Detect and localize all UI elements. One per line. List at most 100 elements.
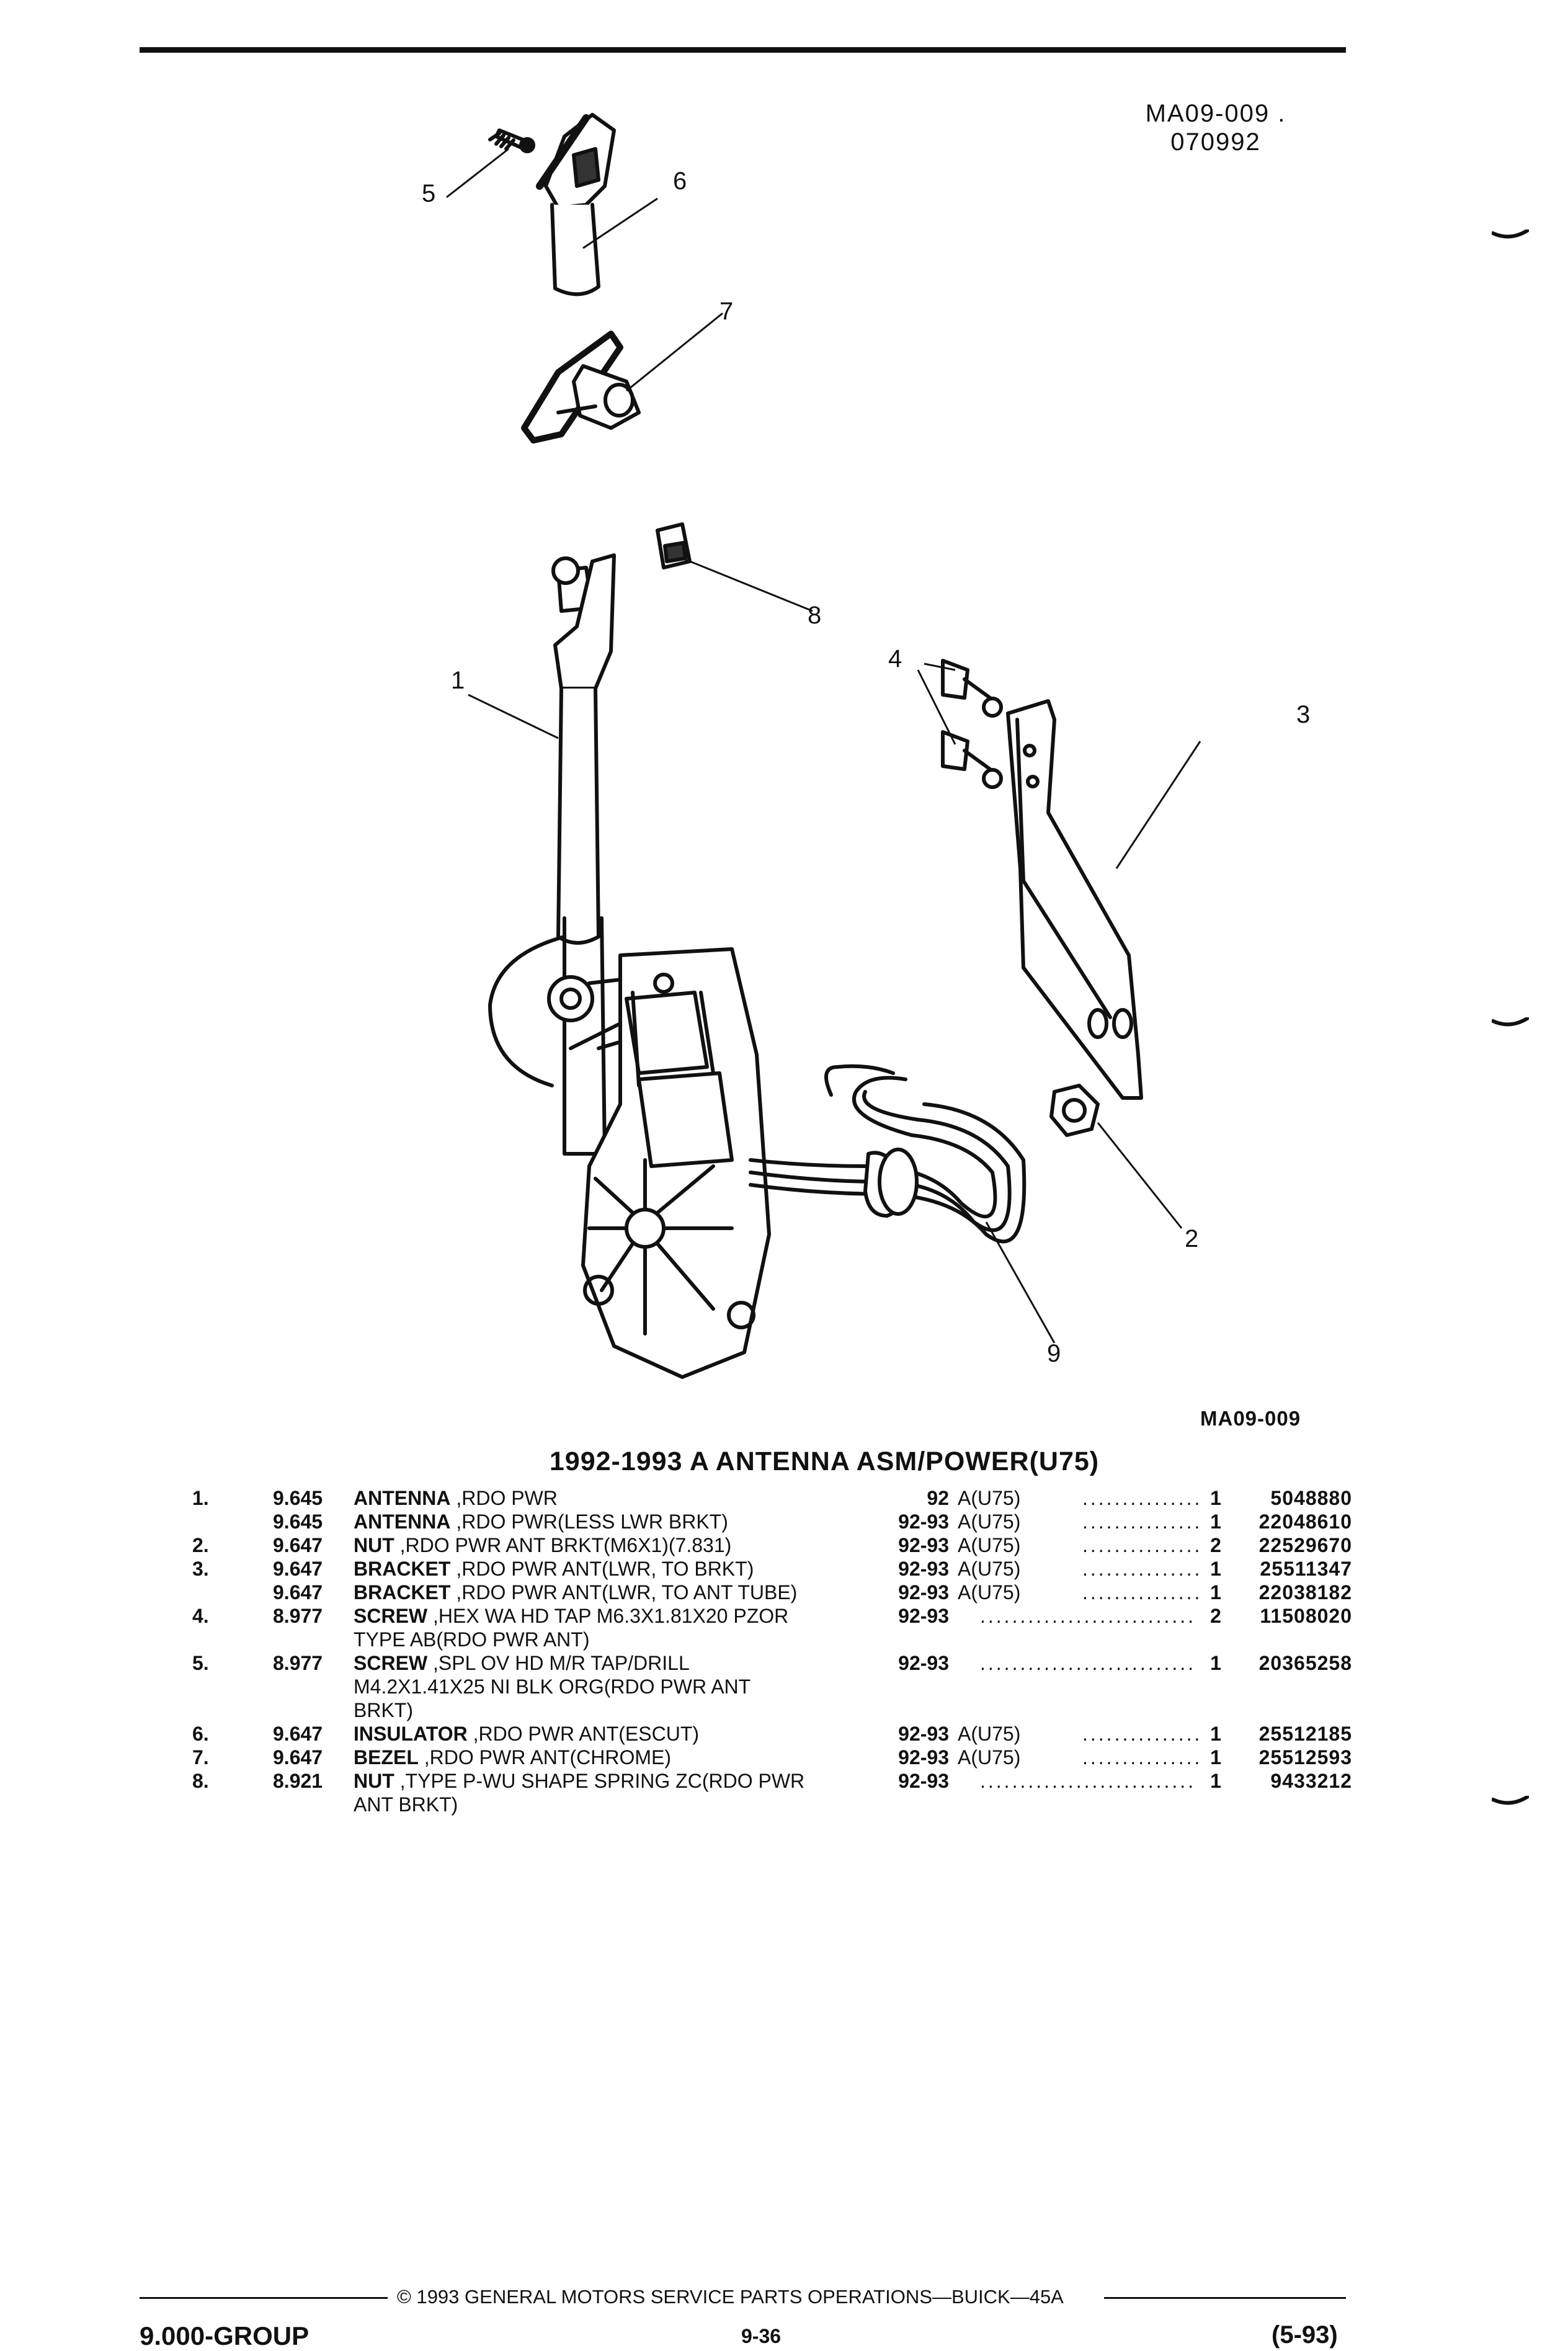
part-years: 92-93 — [898, 1558, 949, 1580]
leader-dots: ........................................ — [980, 1605, 1197, 1627]
part-description: SCREW ,SPL OV HD M/R TAP/DRILL — [354, 1651, 850, 1675]
part-desc-text: ,RDO PWR ANT BRKT(M6X1)(7.831) — [394, 1534, 732, 1556]
parts-row: 3. 9.647 BRACKET ,RDO PWR ANT(LWR, TO BRKT… — [186, 1557, 1352, 1581]
part-ref: 2. — [192, 1534, 209, 1556]
part-years: 92-93 — [898, 1652, 949, 1674]
part-name: SCREW — [354, 1605, 428, 1627]
spring-nut-part-8 — [656, 522, 692, 569]
leader-dots: ........................................ — [1082, 1487, 1200, 1509]
part-model-code: A(U75) — [958, 1487, 1021, 1509]
part-name: ANTENNA — [354, 1510, 451, 1533]
part-description: SCREW ,HEX WA HD TAP M6.3X1.81X20 PZOR — [354, 1604, 850, 1628]
part-years: 92-93 — [898, 1723, 949, 1745]
part-group: 9.647 — [273, 1581, 323, 1604]
part-description: BRACKET ,RDO PWR ANT(LWR, TO ANT TUBE) — [354, 1581, 850, 1604]
margin-mark — [1492, 230, 1529, 239]
screws-part-4 — [941, 659, 1003, 789]
part-model-code: A(U75) — [958, 1534, 1021, 1556]
bezel-part-7 — [521, 331, 641, 444]
part-years: 92-93 — [898, 1510, 949, 1533]
part-model-code: A(U75) — [958, 1581, 1021, 1604]
callout-3: 3 — [1296, 701, 1311, 728]
part-group: 9.647 — [273, 1746, 323, 1769]
part-description: BEZEL ,RDO PWR ANT(CHROME) — [354, 1746, 850, 1769]
figure-caption: MA09-009 — [1200, 1407, 1301, 1430]
part-group: 9.647 — [273, 1534, 323, 1556]
part-ref: 7. — [192, 1746, 209, 1769]
part-number: 20365258 — [1258, 1652, 1352, 1674]
harness-part-9 — [749, 1064, 1027, 1244]
part-ref: 1. — [192, 1487, 209, 1509]
part-desc-text: ,RDO PWR ANT(CHROME) — [418, 1746, 671, 1769]
part-qty: 1 — [1210, 1487, 1221, 1509]
parts-row: 9.645 ANTENNA ,RDO PWR(LESS LWR BRKT) 92-9… — [186, 1510, 1352, 1533]
leader-dots: ........................................ — [1082, 1746, 1200, 1769]
part-model-code: A(U75) — [958, 1510, 1021, 1533]
part-description-continued: M4.2X1.41X25 NI BLK ORG(RDO PWR ANT — [354, 1675, 751, 1698]
parts-row: 9.647 BRACKET ,RDO PWR ANT(LWR, TO ANT TU… — [186, 1581, 1352, 1604]
part-description: INSULATOR ,RDO PWR ANT(ESCUT) — [354, 1722, 850, 1746]
part-number: 5048880 — [1270, 1487, 1352, 1509]
leader-dots: ........................................ — [980, 1770, 1197, 1792]
leader-dots: ........................................ — [1082, 1558, 1200, 1580]
part-number: 25512593 — [1258, 1746, 1352, 1769]
part-qty: 2 — [1210, 1605, 1221, 1627]
part-years: 92-93 — [898, 1534, 949, 1556]
part-group: 9.647 — [273, 1558, 323, 1580]
part-name: NUT — [354, 1534, 394, 1556]
part-group: 9.647 — [273, 1723, 323, 1745]
part-qty: 1 — [1210, 1652, 1221, 1674]
callout-8: 8 — [808, 602, 822, 629]
part-description-continued: BRKT) — [354, 1699, 413, 1721]
part-qty: 1 — [1210, 1770, 1221, 1792]
antenna-mast-part-1 — [488, 553, 771, 1379]
part-desc-text: ,TYPE P-WU SHAPE SPRING ZC(RDO PWR — [394, 1770, 805, 1792]
part-ref: 5. — [192, 1652, 209, 1674]
leader-dots: ........................................ — [980, 1652, 1197, 1674]
part-ref: 4. — [192, 1605, 209, 1627]
parts-row-continuation: ANT BRKT) — [186, 1793, 1352, 1816]
part-number: 25512185 — [1258, 1723, 1352, 1745]
part-model-code: A(U75) — [958, 1746, 1021, 1769]
part-years: 92 — [927, 1487, 949, 1509]
callout-1: 1 — [451, 667, 465, 694]
part-model-code: A(U75) — [958, 1723, 1021, 1745]
part-ref: 3. — [192, 1558, 209, 1580]
part-number: 22048610 — [1258, 1510, 1352, 1533]
part-group: 9.645 — [273, 1510, 323, 1533]
leader-dots: ........................................ — [1082, 1510, 1200, 1533]
part-number: 25511347 — [1260, 1558, 1352, 1580]
part-group: 8.921 — [273, 1770, 323, 1792]
part-number: 22529670 — [1258, 1534, 1352, 1556]
part-description: ANTENNA ,RDO PWR(LESS LWR BRKT) — [354, 1510, 850, 1533]
section-title: 1992-1993 A ANTENNA ASM/POWER(U75) — [549, 1447, 1100, 1476]
part-qty: 1 — [1210, 1723, 1221, 1745]
footer-rule-left — [140, 2297, 388, 2299]
figure-code: MA09-009 . 070992 — [1104, 99, 1327, 156]
part-description: NUT ,RDO PWR ANT BRKT(M6X1)(7.831) — [354, 1533, 850, 1557]
part-description: BRACKET ,RDO PWR ANT(LWR, TO BRKT) — [354, 1557, 850, 1581]
part-qty: 1 — [1210, 1510, 1221, 1533]
part-name: ANTENNA — [354, 1487, 451, 1509]
callout-6: 6 — [673, 167, 687, 195]
margin-mark — [1492, 1017, 1529, 1027]
part-qty: 1 — [1210, 1581, 1221, 1604]
callout-2: 2 — [1185, 1225, 1199, 1252]
part-name: NUT — [354, 1770, 394, 1792]
part-desc-text: ,RDO PWR ANT(LWR, TO ANT TUBE) — [450, 1581, 798, 1604]
part-desc-text: ,HEX WA HD TAP M6.3X1.81X20 PZOR — [427, 1605, 789, 1627]
part-name: SCREW — [354, 1652, 428, 1674]
part-desc-text: ,RDO PWR ANT(ESCUT) — [467, 1723, 700, 1745]
part-years: 92-93 — [898, 1746, 949, 1769]
part-description-continued: ANT BRKT) — [354, 1793, 458, 1816]
footer-page-number: 9-36 — [741, 2325, 782, 2347]
parts-row-continuation: BRKT) — [186, 1698, 1352, 1722]
screw-part-5 — [488, 128, 535, 153]
bracket-part-3 — [1006, 699, 1143, 1100]
figure-code-top: MA09-009 . — [1145, 100, 1286, 127]
footer-group: 9.000-GROUP — [140, 2321, 310, 2350]
leader-dots: ........................................ — [1082, 1723, 1200, 1745]
part-model-code: A(U75) — [958, 1558, 1021, 1580]
